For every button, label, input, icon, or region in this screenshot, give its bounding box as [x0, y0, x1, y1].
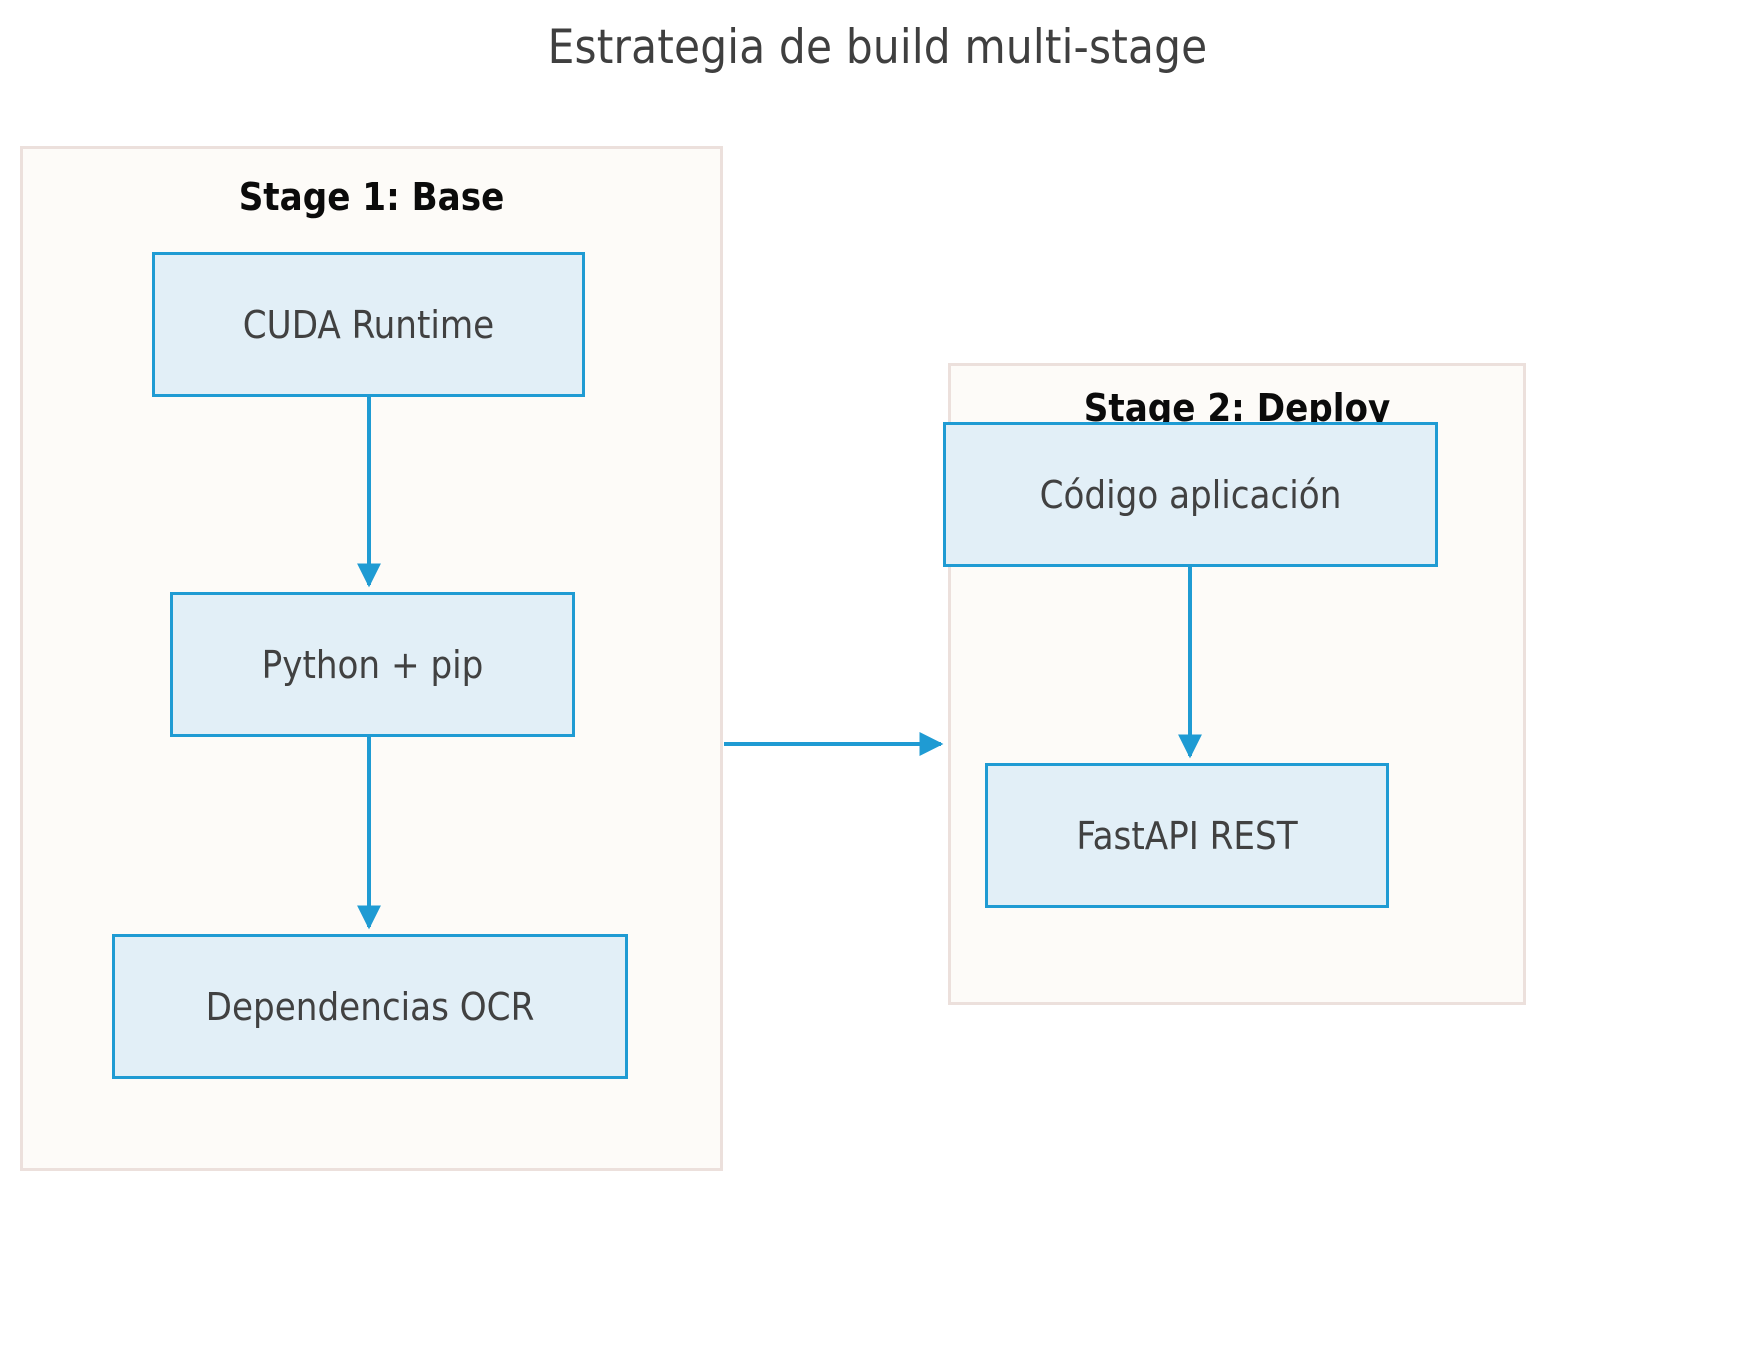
node-label-fastapi-rest: FastAPI REST — [1076, 813, 1298, 858]
node-label-dependencias-ocr: Dependencias OCR — [205, 984, 535, 1029]
node-fastapi-rest[interactable]: FastAPI REST — [985, 763, 1389, 908]
node-label-cuda-runtime: CUDA Runtime — [242, 302, 495, 347]
node-dependencias-ocr[interactable]: Dependencias OCR — [112, 934, 628, 1079]
node-label-codigo-aplicacion: Código aplicación — [1039, 472, 1342, 517]
node-cuda-runtime[interactable]: CUDA Runtime — [152, 252, 585, 397]
stage-label-stage1: Stage 1: Base — [238, 175, 505, 219]
node-python-pip[interactable]: Python + pip — [170, 592, 575, 737]
page-title: Estrategia de build multi-stage — [547, 20, 1208, 75]
node-label-python-pip: Python + pip — [261, 642, 484, 687]
node-codigo-aplicacion[interactable]: Código aplicación — [943, 422, 1438, 567]
